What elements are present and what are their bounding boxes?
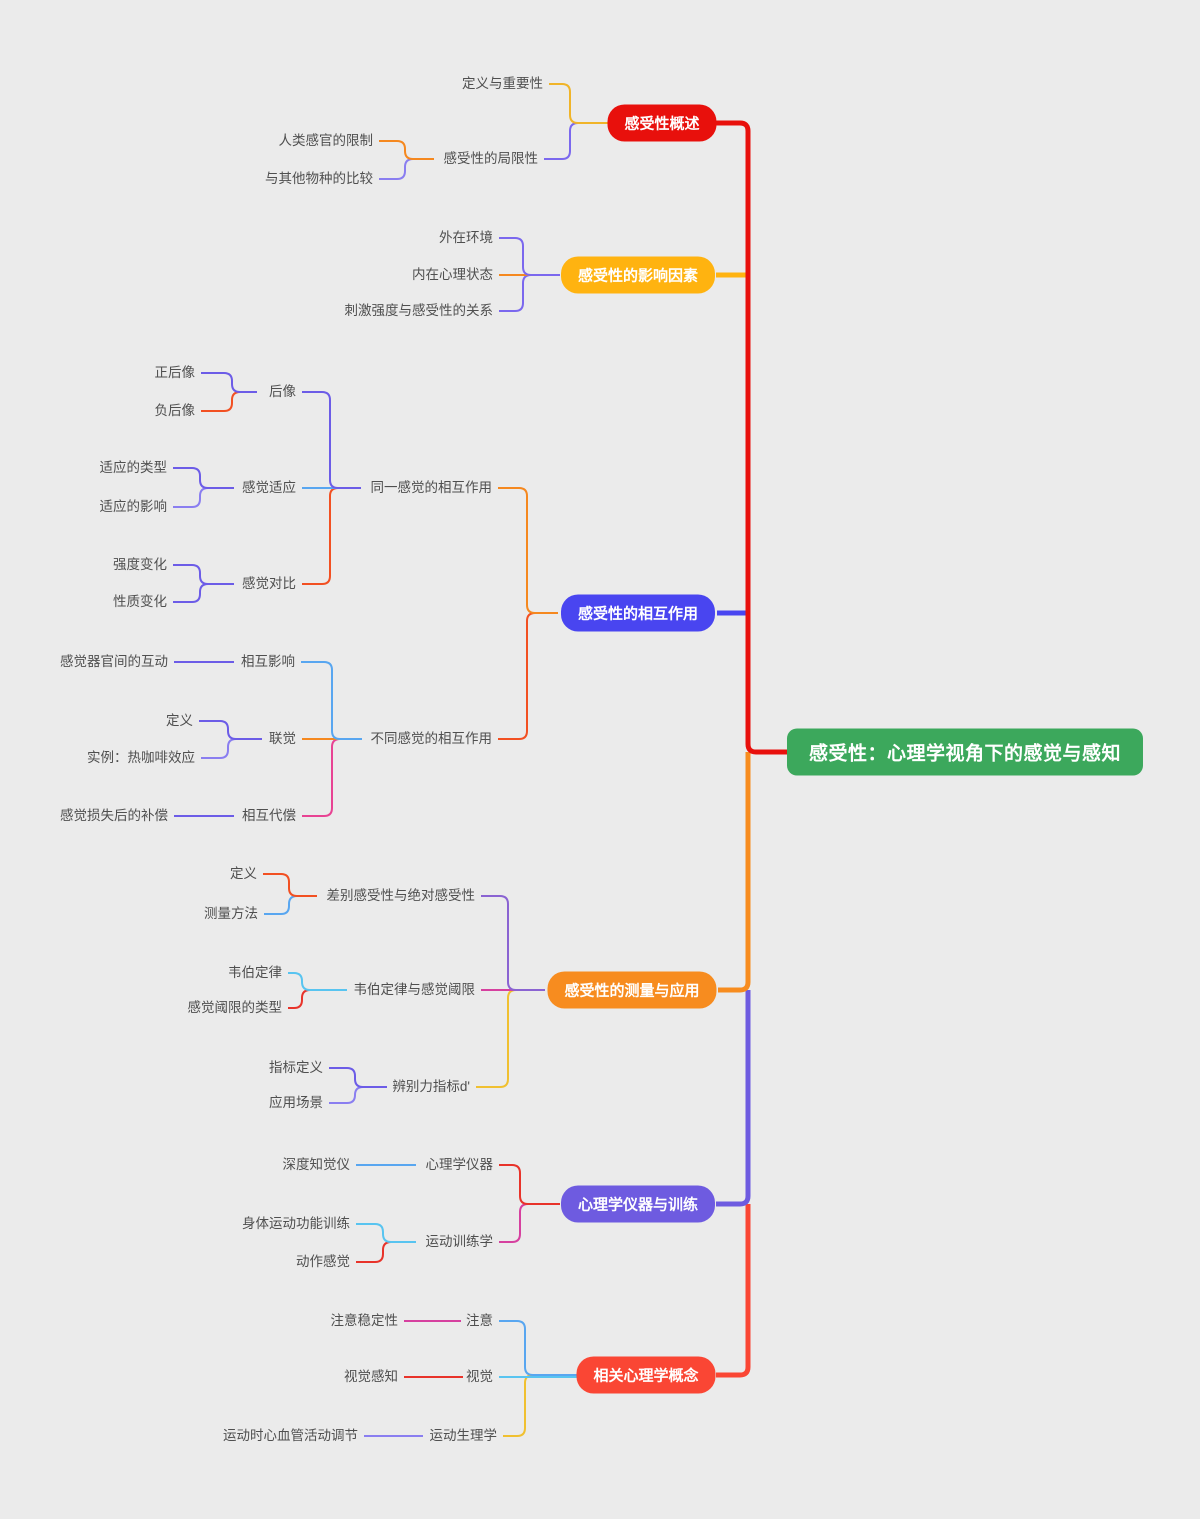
mindmap-topic[interactable]: 人类感官的限制 [278, 133, 374, 148]
edge-line [544, 122, 608, 160]
mindmap-branch-topic[interactable]: 心理学仪器与训练 [560, 1185, 716, 1223]
mindmap-branch-topic[interactable]: 感受性的影响因素 [560, 256, 716, 294]
edge-line [329, 1086, 387, 1104]
edge-line [549, 83, 608, 124]
mindmap-topic[interactable]: 视觉感知 [344, 1369, 398, 1384]
mindmap-topic[interactable]: 正后像 [154, 365, 196, 380]
mindmap-topic[interactable]: 韦伯定律与感觉阈限 [353, 982, 476, 997]
mindmap-topic[interactable]: 感觉阈限的类型 [187, 1000, 283, 1015]
edge-line [301, 661, 362, 740]
mindmap-topic[interactable]: 心理学仪器 [425, 1157, 494, 1172]
edge-line [499, 237, 560, 276]
edge-line [718, 752, 751, 993]
mindmap-topic[interactable]: 负后像 [154, 403, 196, 418]
edge-line [302, 487, 361, 585]
mindmap-topic[interactable]: 相互代偿 [242, 808, 296, 823]
edge-line [288, 972, 347, 991]
edge-line [716, 120, 790, 755]
mindmap-topic[interactable]: 感觉适应 [242, 480, 296, 495]
edge-line [716, 1204, 751, 1378]
edge-line [379, 140, 434, 160]
mindmap-topic[interactable]: 后像 [269, 384, 296, 399]
mindmap-topic[interactable]: 动作感觉 [296, 1254, 350, 1269]
edge-line [201, 391, 257, 412]
mindmap-topic[interactable]: 内在心理状态 [412, 267, 493, 282]
mindmap-topic[interactable]: 外在环境 [439, 230, 493, 245]
mindmap-topic[interactable]: 强度变化 [113, 557, 167, 572]
mindmap-topic[interactable]: 指标定义 [269, 1060, 323, 1075]
mindmap-topic[interactable]: 联觉 [269, 731, 296, 746]
edge-line [201, 738, 262, 759]
edge-line [499, 1203, 560, 1243]
mindmap-topic[interactable]: 感觉器官间的互动 [60, 654, 168, 669]
mindmap-topic[interactable]: 感觉对比 [242, 576, 296, 591]
edge-line [499, 1320, 577, 1376]
mindmap-topic[interactable]: 适应的类型 [99, 460, 168, 475]
edge-line [199, 720, 262, 740]
mindmap-topic[interactable]: 定义 [166, 713, 193, 728]
mindmap-topic[interactable]: 运动生理学 [429, 1428, 498, 1443]
mindmap-branch-topic[interactable]: 相关心理学概念 [576, 1356, 716, 1394]
mindmap-topic[interactable]: 韦伯定律 [228, 965, 282, 980]
edge-line [288, 989, 347, 1009]
mindmap-branch-topic[interactable]: 感受性的相互作用 [560, 594, 716, 632]
edge-line [481, 895, 545, 991]
edge-line [329, 1067, 387, 1088]
edge-line [498, 612, 558, 740]
mindmap-topic[interactable]: 运动时心血管活动调节 [223, 1428, 358, 1443]
edge-line [173, 487, 234, 508]
mindmap-topic[interactable]: 定义与重要性 [462, 76, 543, 91]
mindmap-branch-topic[interactable]: 感受性的测量与应用 [547, 971, 717, 1009]
edge-line [356, 1223, 416, 1243]
mindmap-topic[interactable]: 不同感觉的相互作用 [370, 731, 493, 746]
mindmap-topic[interactable]: 与其他物种的比较 [265, 171, 373, 186]
edge-line [356, 1241, 416, 1263]
mindmap-topic[interactable]: 视觉 [466, 1369, 493, 1384]
mindmap-topic[interactable]: 适应的影响 [99, 499, 168, 514]
mindmap-topic[interactable]: 辨别力指标d' [392, 1079, 470, 1094]
mindmap-topic[interactable]: 相互影响 [241, 654, 295, 669]
edge-line [476, 989, 545, 1088]
mindmap-topic[interactable]: 差别感受性与绝对感受性 [326, 888, 476, 903]
edge-line [503, 1374, 577, 1437]
edge-line [201, 372, 257, 393]
edge-line [379, 158, 434, 180]
mindmap-branch-topic[interactable]: 感受性概述 [607, 104, 717, 142]
edge-line [173, 467, 234, 489]
edge-line [499, 274, 560, 312]
edge-line [716, 990, 751, 1207]
edge-line [173, 564, 234, 585]
mindmap-topic[interactable]: 刺激强度与感受性的关系 [344, 303, 494, 318]
mindmap-topic[interactable]: 应用场景 [269, 1095, 323, 1110]
edge-line [264, 895, 317, 915]
mindmap-root-topic[interactable]: 感受性：心理学视角下的感觉与感知 [786, 728, 1144, 776]
edge-line [173, 583, 234, 603]
mindmap-topic[interactable]: 注意 [466, 1313, 493, 1328]
edge-line [302, 391, 361, 489]
mindmap-topic[interactable]: 运动训练学 [425, 1234, 494, 1249]
mindmap-topic[interactable]: 深度知觉仪 [282, 1157, 351, 1172]
mindmap-topic[interactable]: 定义 [230, 866, 257, 881]
edge-line [302, 738, 362, 817]
mindmap-topic[interactable]: 实例：热咖啡效应 [87, 750, 195, 765]
edge-line [498, 487, 558, 614]
mindmap-topic[interactable]: 性质变化 [113, 594, 167, 609]
edge-line [263, 873, 317, 897]
mindmap-topic[interactable]: 测量方法 [204, 906, 258, 921]
mindmap-topic[interactable]: 身体运动功能训练 [242, 1216, 350, 1231]
mindmap-topic[interactable]: 感受性的局限性 [443, 151, 539, 166]
mindmap-topic[interactable]: 同一感觉的相互作用 [370, 480, 493, 495]
mindmap-topic[interactable]: 感觉损失后的补偿 [60, 808, 168, 823]
mindmap-topic[interactable]: 注意稳定性 [330, 1313, 399, 1328]
edge-line [499, 1164, 560, 1205]
